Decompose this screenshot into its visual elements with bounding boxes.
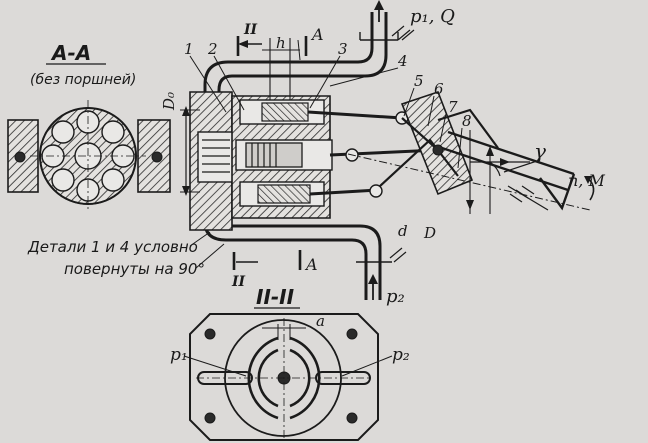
port-right-label: p₂ bbox=[392, 345, 410, 365]
note-line-2: повернуты на 90° bbox=[64, 260, 205, 278]
shaft-label: n, M bbox=[568, 171, 605, 190]
section-ii-title: II-II bbox=[256, 285, 295, 309]
part-number-3: 3 bbox=[338, 40, 348, 58]
section-ii-ii: II-II p₁ p₂ a bbox=[170, 285, 410, 441]
drive-flange bbox=[379, 90, 499, 196]
gap-a-label: a bbox=[316, 312, 325, 330]
angle-gamma-label: γ bbox=[534, 139, 546, 163]
dim-h-label: h bbox=[276, 34, 286, 52]
part-number-6: 6 bbox=[434, 80, 444, 98]
part-number-7: 7 bbox=[448, 98, 458, 116]
part-number-5: 5 bbox=[414, 72, 424, 90]
outlet-pipe bbox=[203, 0, 415, 130]
drive-shaft bbox=[347, 130, 591, 211]
port-left-label: p₁ bbox=[170, 345, 188, 365]
section-a-top-label: A bbox=[310, 25, 324, 44]
part-number-1: 1 bbox=[184, 40, 194, 58]
pin-left bbox=[14, 151, 26, 163]
section-a-bottom-label: A bbox=[304, 255, 318, 274]
section-aa-subtitle: (без поршней) bbox=[30, 72, 136, 88]
port-plate-outline bbox=[189, 313, 379, 441]
pin-right bbox=[151, 151, 163, 163]
part-leaders bbox=[189, 39, 463, 169]
part-number-4: 4 bbox=[397, 52, 408, 70]
dim-d-label: d bbox=[398, 222, 408, 240]
part-number-2: 2 bbox=[207, 40, 218, 58]
dim-big-d-label: D bbox=[423, 224, 436, 242]
piston-bores bbox=[41, 110, 135, 202]
outlet-label: p₁, Q bbox=[410, 6, 455, 27]
bolt-holes bbox=[204, 328, 358, 424]
note-line-1: Детали 1 и 4 условно bbox=[27, 238, 198, 256]
section-aa: A-A (без поршней) bbox=[7, 41, 171, 212]
section-ii-bottom-label: II bbox=[231, 274, 246, 290]
section-aa-title: A-A bbox=[50, 41, 91, 65]
main-view-labels: p₁, Q p₂ II II A A h D₀ d D γ n, M 1 2 3… bbox=[27, 6, 605, 307]
inlet-label: p₂ bbox=[386, 286, 405, 307]
part-number-8: 8 bbox=[462, 112, 472, 130]
section-ii-markers bbox=[232, 36, 308, 270]
section-ii-top-label: II bbox=[243, 22, 258, 38]
dim-d0-label: D₀ bbox=[160, 92, 178, 111]
main-sectional-view bbox=[180, 0, 595, 300]
